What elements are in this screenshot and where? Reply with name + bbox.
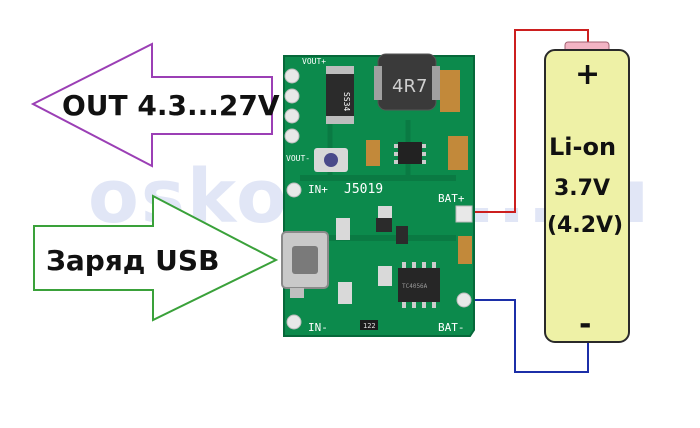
pad-in-plus (286, 182, 302, 198)
wire-positive (458, 29, 589, 213)
pcb-board: SS34 4R7 VOUT+ VOUT- IN+ J5019 BAT+ IN- … (281, 53, 475, 337)
diode-ss34 (326, 66, 354, 124)
battery-voltage: 3.7V (554, 176, 610, 201)
capacitor-3 (366, 140, 380, 166)
diode-label: SS34 (342, 92, 351, 111)
inductor-label: 4R7 (392, 76, 427, 97)
charger-chip-label: TC4056A (402, 283, 428, 290)
output-arrow (30, 42, 273, 168)
wire-negative (458, 299, 589, 373)
battery-body (544, 49, 630, 343)
smd-part-3 (396, 226, 408, 244)
output-voltage-label: OUT 4.3...27V (62, 89, 280, 122)
battery: + Li-on 3.7V (4.2V) - (544, 41, 630, 343)
smd-part-1 (336, 218, 350, 240)
capacitor-bat (458, 236, 472, 264)
label-vout-minus: VOUT- (286, 154, 310, 163)
ic-regulator (398, 142, 422, 164)
pad-in-minus (286, 314, 302, 330)
label-in-minus: IN- (308, 321, 328, 334)
label-vout-plus: VOUT+ (302, 57, 326, 66)
battery-minus: - (579, 307, 591, 342)
charger-chip (398, 268, 440, 302)
battery-chemistry: Li-on (549, 133, 616, 161)
usb-charge-arrow (33, 194, 279, 322)
capacitor-2 (448, 136, 468, 170)
pad-vout-minus-2 (284, 128, 300, 144)
pad-vout-plus-2 (284, 88, 300, 104)
label-in-plus: IN+ (308, 183, 328, 196)
capacitor-1 (440, 70, 460, 112)
pad-vout-minus-1 (284, 108, 300, 124)
pad-vout-plus-1 (284, 68, 300, 84)
battery-plus: + (575, 57, 600, 92)
smd-part-6 (376, 218, 392, 232)
battery-max-voltage: (4.2V) (547, 213, 623, 238)
pad-bat-minus (456, 292, 472, 308)
resistor-122 (360, 320, 378, 330)
pad-bat-plus (455, 205, 473, 223)
resistor-label: 122 (363, 322, 376, 330)
label-model: J5019 (344, 182, 383, 197)
usb-charge-label: Заряд USB (46, 244, 219, 277)
label-bat-plus: BAT+ (438, 192, 465, 205)
label-bat-minus: BAT- (438, 321, 465, 334)
smd-part-5 (378, 266, 392, 286)
smd-part-4 (338, 282, 352, 304)
